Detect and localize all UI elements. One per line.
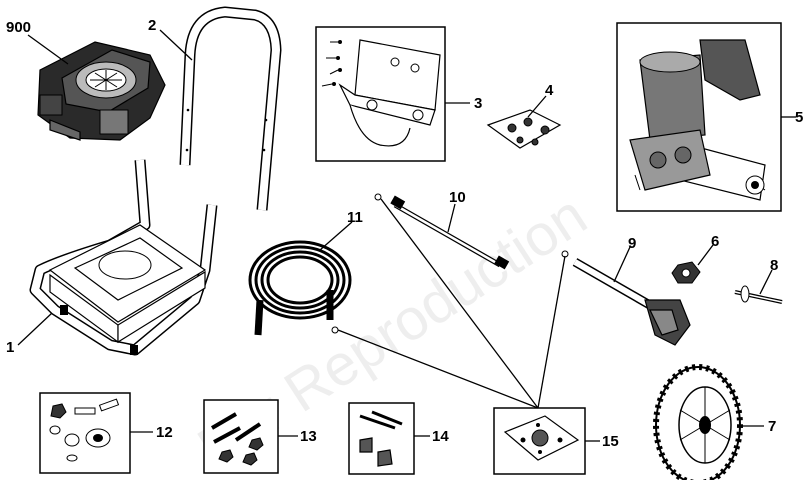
engine-part: [37, 41, 166, 141]
label-frame: 1: [6, 339, 14, 356]
hose-part: [248, 240, 352, 336]
pump-box: [616, 22, 782, 212]
label-axle-bolt: 8: [770, 257, 778, 274]
frame-part: [29, 159, 218, 356]
axle-bolt-part: [734, 285, 783, 304]
wheel-kit-box: [39, 392, 131, 474]
label-pump: 5: [795, 109, 803, 126]
spray-gun-part: [561, 250, 691, 346]
label-spray-wand: 10: [449, 189, 466, 206]
label-bracket-kit: 3: [474, 95, 482, 112]
spray-wand-part: [374, 193, 510, 270]
handle-part: [179, 6, 282, 211]
bracket-kit-box: [315, 26, 446, 162]
label-wheel: 7: [768, 418, 776, 435]
label-hose-hook-kit: 14: [432, 428, 449, 445]
part-labels: 900 2 1 3 4 5 10 11 9 6 8 7 12 13 14 15: [6, 17, 803, 450]
label-nut: 6: [711, 233, 719, 250]
wheel-part: [653, 364, 743, 480]
label-bolt-kit: 13: [300, 428, 317, 445]
label-engine: 900: [6, 19, 31, 36]
bolt-kit-box: [203, 399, 279, 474]
label-hardware-bag: 4: [545, 82, 554, 99]
leader-lines: [17, 29, 796, 442]
nut-part: [671, 261, 701, 284]
hardware-bag-part: [486, 109, 562, 149]
o-ring-kit-box: [493, 407, 586, 475]
label-hose: 11: [347, 209, 363, 226]
label-wheel-kit: 12: [156, 424, 173, 441]
label-handle: 2: [148, 17, 156, 34]
hose-hook-kit-box: [348, 402, 415, 475]
label-spray-gun: 9: [628, 235, 636, 252]
label-o-ring-kit: 15: [602, 433, 619, 450]
